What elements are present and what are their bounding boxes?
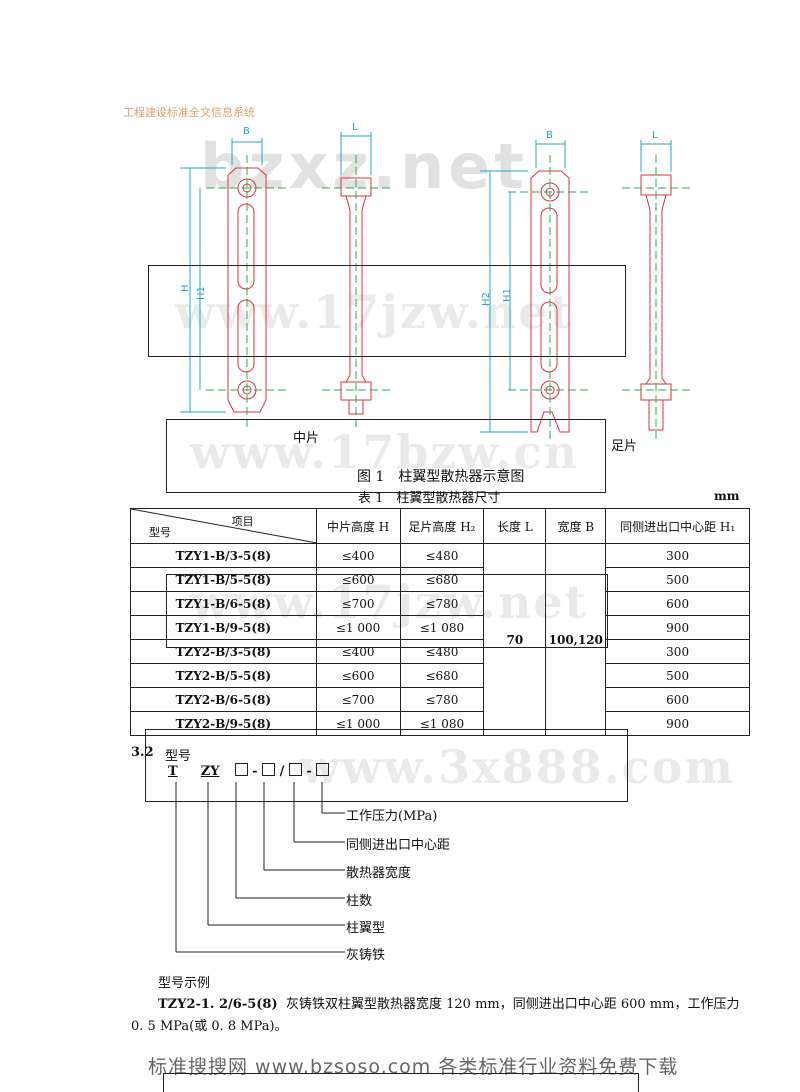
header-text: 工程建设标准全文信息系统 <box>123 106 255 119</box>
footer-banner: 标准搜搜网 www.bzsoso.com 各类标准行业资料免费下载 <box>148 1056 679 1078</box>
table-header-row: 项目 型号 中片高度 H 足片高度 H₂ 长度 L 宽度 B 同侧进出口中心距 … <box>130 508 750 544</box>
placeholder-box-2 <box>262 763 276 776</box>
mid-height-cell: ≤1 000 <box>315 615 401 640</box>
table-caption: 表 1 柱翼型散热器尺寸 <box>358 491 501 506</box>
example-text-line1: 灰铸铁双柱翼型散热器宽度 120 mm，同侧进出口中心距 600 mm，工作压力 <box>286 997 740 1012</box>
code-sep-1: - <box>252 764 258 779</box>
code-sep-3: - <box>306 764 312 779</box>
corner-bottom: 型号 <box>149 526 171 539</box>
figure-caption: 图 1 柱翼型散热器示意图 <box>357 469 525 485</box>
placeholder-box-3 <box>288 763 302 776</box>
foot-section-label: 足片 <box>611 439 638 454</box>
example-title: 型号示例 <box>158 976 211 991</box>
model-cell: TZY2-B/3-5(8) <box>130 639 317 664</box>
overlay-frame-2 <box>166 419 606 493</box>
mid-height-cell: ≤600 <box>315 567 401 592</box>
mid-height-cell: ≤400 <box>315 543 401 568</box>
dim-l-label-2: L <box>652 130 658 141</box>
foot-height-cell: ≤780 <box>399 591 485 616</box>
placeholder-box-1 <box>234 763 248 776</box>
corner-top: 项目 <box>231 515 254 528</box>
table-row: TZY2-B/6-5(8) ≤700 ≤780 600 <box>130 687 750 712</box>
model-cell: TZY1-B/6-5(8) <box>130 591 317 616</box>
watermark-17bzw: www.17bzw.cn <box>190 425 579 479</box>
dim-h1-label: H1 <box>196 286 207 300</box>
width-cell: 100,120 <box>545 543 607 736</box>
dim-h1-label-2: H1 <box>502 288 513 302</box>
center-dist-cell: 600 <box>605 687 750 712</box>
watermark-3x888: www.3x888.com <box>300 740 736 794</box>
code-sep-2: / <box>279 764 285 779</box>
model-code: T ZY - / - <box>168 763 330 779</box>
table-row: TZY1-B/9-5(8) ≤1 000 ≤1 080 900 <box>130 615 750 640</box>
header-length: 长度 L <box>483 508 547 544</box>
tree-label-center-dist: 同侧进出口中心距 <box>346 838 451 853</box>
dim-l-label: L <box>352 122 358 133</box>
model-cell: TZY1-B/3-5(8) <box>130 543 317 568</box>
header-width: 宽度 B <box>545 508 607 544</box>
example-code: TZY2-1. 2/6-5(8) <box>158 997 278 1012</box>
center-dist-cell: 600 <box>605 591 750 616</box>
section-number: 3.2 <box>131 745 154 760</box>
table-unit: mm <box>714 489 740 503</box>
code-zy: ZY <box>200 764 220 779</box>
code-t: T <box>168 764 178 779</box>
table-row: TZY1-B/5-5(8) ≤600 ≤680 500 <box>130 567 750 592</box>
foot-height-cell: ≤680 <box>399 663 485 688</box>
dim-h2-label: H2 <box>481 292 492 306</box>
center-dist-cell: 500 <box>605 663 750 688</box>
center-dist-cell: 500 <box>605 567 750 592</box>
foot-height-cell: ≤680 <box>399 567 485 592</box>
tree-label-cast-iron: 灰铸铁 <box>346 948 386 963</box>
placeholder-box-4 <box>316 763 330 776</box>
dim-h-label: H <box>180 284 191 292</box>
radiator-diagram: B L B L H H1 H2 H1 <box>180 122 690 440</box>
tree-label-columns: 柱数 <box>346 894 373 909</box>
footer-frame <box>163 1073 639 1092</box>
foot-section-front <box>530 170 570 433</box>
mid-height-cell: ≤700 <box>315 687 401 712</box>
tree-label-pressure: 工作压力(MPa) <box>346 809 438 824</box>
model-cell: TZY2-B/9-5(8) <box>130 711 317 736</box>
model-cell: TZY1-B/5-5(8) <box>130 567 317 592</box>
overlay-frame-4 <box>145 729 628 802</box>
length-cell: 70 <box>483 543 547 736</box>
table-row: TZY2-B/9-5(8) ≤1 000 ≤1 080 900 <box>130 711 750 736</box>
table-row: TZY1-B/6-5(8) ≤700 ≤780 600 <box>130 591 750 616</box>
middle-section-label: 中片 <box>293 431 320 446</box>
tree-label-width: 散热器宽度 <box>346 866 412 881</box>
section-title: 型号 <box>165 749 192 764</box>
dim-b-label-2: B <box>546 130 553 141</box>
watermark-17jzw: www.17jzw.net <box>175 285 573 339</box>
dim-b-label: B <box>243 126 250 137</box>
spec-table: 项目 型号 中片高度 H 足片高度 H₂ 长度 L 宽度 B 同侧进出口中心距 … <box>130 508 750 736</box>
table-row: TZY1-B/3-5(8) ≤400 ≤480 70 100,120 300 <box>130 543 750 736</box>
example-text-line2: 0. 5 MPa(或 0. 8 MPa)。 <box>131 1019 288 1034</box>
center-dist-cell: 900 <box>605 711 750 736</box>
center-dist-cell: 900 <box>605 615 750 640</box>
corner-cell: 项目 型号 <box>130 508 317 544</box>
overlay-frame-1 <box>148 265 626 357</box>
foot-height-cell: ≤1 080 <box>399 711 485 736</box>
mid-height-cell: ≤1 000 <box>315 711 401 736</box>
centerlines <box>206 155 690 440</box>
overlay-frame-3 <box>166 574 608 648</box>
center-dist-cell: 300 <box>605 543 750 568</box>
tree-label-wing-type: 柱翼型 <box>346 921 386 936</box>
dimension-lines <box>180 132 672 433</box>
